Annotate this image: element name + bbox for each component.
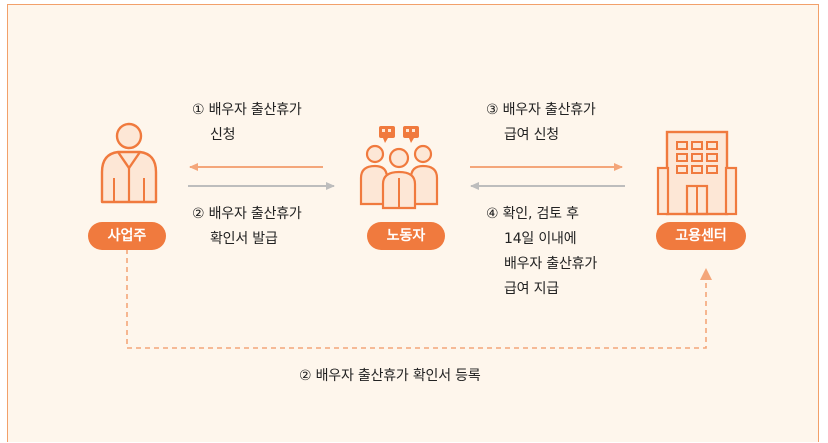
employer-person-icon	[100, 122, 158, 204]
arrow-register-dashed	[126, 249, 707, 349]
worker-badge: 노동자	[367, 222, 445, 250]
step2-line2: 확인서 발급	[210, 231, 278, 247]
employer-badge: 사업주	[88, 222, 166, 250]
center-badge: 고용센터	[656, 222, 746, 250]
step1-line2: 신청	[210, 127, 236, 143]
arrow-register-head	[700, 268, 712, 280]
step3-label: ③ 배우자 출산휴가 급여 신청	[486, 98, 596, 148]
step2-label: ② 배우자 출산휴가 확인서 발급	[192, 202, 302, 252]
step1-label: ① 배우자 출산휴가 신청	[192, 98, 302, 148]
worker-actor	[357, 120, 441, 220]
register-label: ② 배우자 출산휴가 확인서 등록	[299, 368, 481, 384]
employer-actor	[94, 120, 164, 225]
office-building-icon	[656, 130, 738, 216]
step1-line1: ① 배우자 출산휴가	[192, 102, 302, 118]
step4-line1: ④ 확인, 검토 후	[486, 206, 579, 222]
step4-label: ④ 확인, 검토 후 14일 이내에 배우자 출산휴가 급여 지급	[486, 202, 597, 302]
center-actor	[655, 128, 739, 223]
step4-line3: 배우자 출산휴가	[504, 256, 598, 272]
step4-line2: 14일 이내에	[504, 231, 577, 247]
step3-line1: ③ 배우자 출산휴가	[486, 102, 596, 118]
workers-group-icon	[359, 126, 439, 210]
step2-line1: ② 배우자 출산휴가	[192, 206, 302, 222]
step3-line2: 급여 신청	[504, 127, 559, 143]
step4-line4: 급여 지급	[504, 281, 559, 297]
